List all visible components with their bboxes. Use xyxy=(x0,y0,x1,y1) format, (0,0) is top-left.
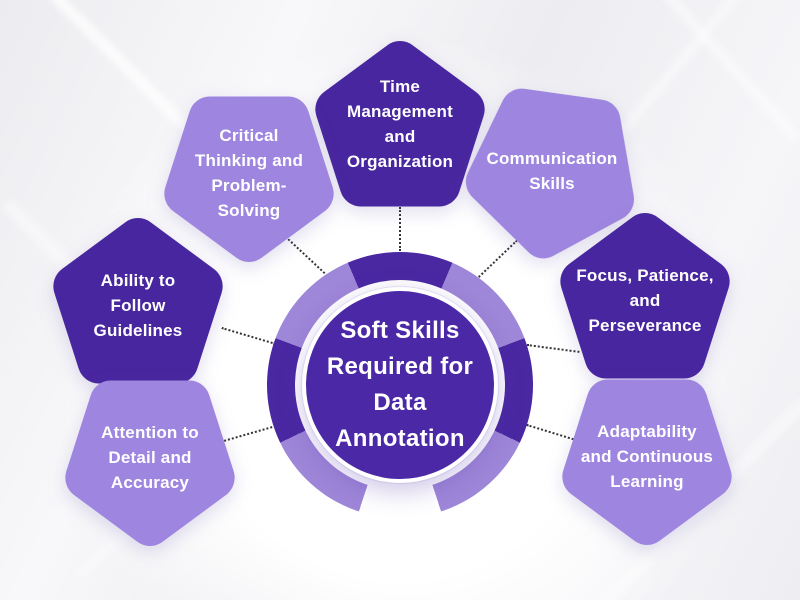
center-title-line: Soft Skills xyxy=(340,317,460,344)
skill-label-line: Solving xyxy=(217,201,281,220)
skill-pentagon-follow-guidelines: Ability to Follow Guidelines xyxy=(50,218,226,384)
skill-label-line: Organization xyxy=(346,152,454,171)
pentagon-shape-down xyxy=(465,88,635,259)
skill-pentagon-critical-thinking: Critical Thinking and Problem- Solving xyxy=(161,96,337,262)
center-title-line: Required for xyxy=(326,353,474,380)
skill-label-line: Time xyxy=(379,77,421,96)
skill-label-line: and Continuous xyxy=(580,446,714,466)
center-title-line: Annotation xyxy=(335,425,465,452)
skill-label-line: Guidelines xyxy=(93,320,183,340)
pentagon-shape-down xyxy=(164,96,334,262)
skill-label: Focus, Patience, and Perseverance xyxy=(565,213,725,379)
skill-label-line: and xyxy=(629,290,661,310)
skill-label-line: Ability to xyxy=(100,270,176,290)
center-title: Soft Skills Required for Data Annotation xyxy=(327,313,473,457)
skill-label-line: Detail and xyxy=(108,447,192,467)
skill-pentagon-time-management: Time Management and Organization xyxy=(312,41,488,207)
skill-label-line: Focus, Patience, xyxy=(576,265,714,285)
skill-label-line: Thinking and xyxy=(194,151,304,170)
skill-label: Ability to Follow Guidelines xyxy=(58,218,218,384)
skill-label-line: Attention to xyxy=(101,422,199,442)
pentagon-shape-up xyxy=(53,218,223,384)
skill-pentagon-focus-patience: Focus, Patience, and Perseverance xyxy=(557,213,733,379)
skill-pentagon-communication: Communication Skills xyxy=(464,88,640,259)
pentagon-shape-down xyxy=(562,379,732,545)
center-title-line: Data xyxy=(373,389,427,416)
pentagon-shape-down xyxy=(65,380,235,546)
skill-label: Critical Thinking and Problem- Solving xyxy=(169,96,329,262)
skill-label: Time Management and Organization xyxy=(320,41,480,207)
skill-label-line: Management xyxy=(347,102,453,121)
connector-top xyxy=(399,207,401,251)
pentagon-shape-up xyxy=(560,213,730,379)
skill-label-line: Critical xyxy=(219,126,279,145)
skill-label-line: Problem- xyxy=(211,176,287,195)
skill-label-line: Follow xyxy=(110,295,166,315)
skill-label-line: Accuracy xyxy=(110,472,190,492)
skill-label: Attention to Detail and Accuracy xyxy=(70,380,230,546)
skill-label-line: Perseverance xyxy=(588,315,702,335)
skill-label-line: and xyxy=(384,127,416,146)
skill-label: Communication Skills xyxy=(472,93,632,259)
skill-label-line: Skills xyxy=(529,174,575,193)
skill-label-line: Learning xyxy=(610,471,684,491)
skill-pentagon-adaptability: Adaptability and Continuous Learning xyxy=(559,379,735,545)
pentagon-shape-up xyxy=(315,41,485,207)
skill-label: Adaptability and Continuous Learning xyxy=(567,379,727,545)
center-circle: Soft Skills Required for Data Annotation xyxy=(302,287,498,483)
skill-label-line: Communication xyxy=(486,149,618,168)
skill-pentagon-attention-detail: Attention to Detail and Accuracy xyxy=(62,380,238,546)
skill-label-line: Adaptability xyxy=(597,421,697,441)
